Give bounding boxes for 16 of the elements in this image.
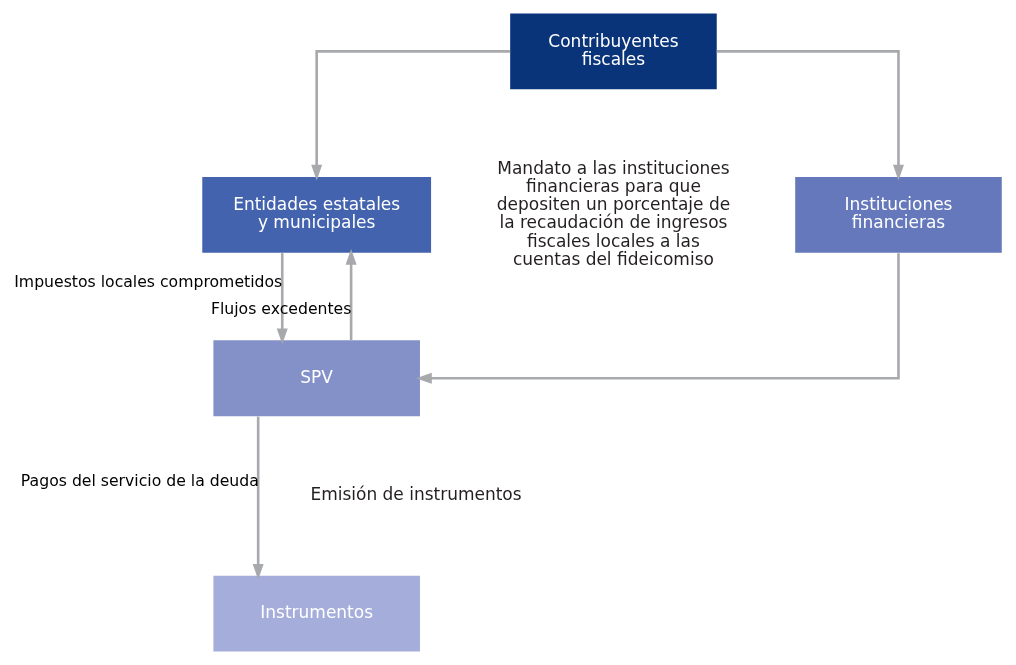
arrow [716,50,904,181]
arrow [252,416,264,580]
arrow [276,253,288,345]
label: Mandato a las instituciones financieras para que depositen un porcentaje de la recaudación de ingresos fiscales locales a las cuentas del fideicomiso [496,157,731,270]
edge-label: Impuestos locales comprometidos [14,271,283,291]
edge-label: Flujos excedentes [210,299,352,319]
node-box: Contribuyentes fiscales [510,13,717,90]
node-box: Instituciones financieras [795,176,1002,253]
node-box: Instrumentos [213,575,420,652]
label: Emisión de instrumentos [310,484,522,505]
node-box: Entidades estatales y municipales [202,176,432,253]
arrow [416,253,900,384]
arrow [345,248,357,340]
node-box: SPV [213,340,420,417]
arrow [311,50,511,181]
edge-label: Pagos del servicio de la deuda [20,471,259,491]
